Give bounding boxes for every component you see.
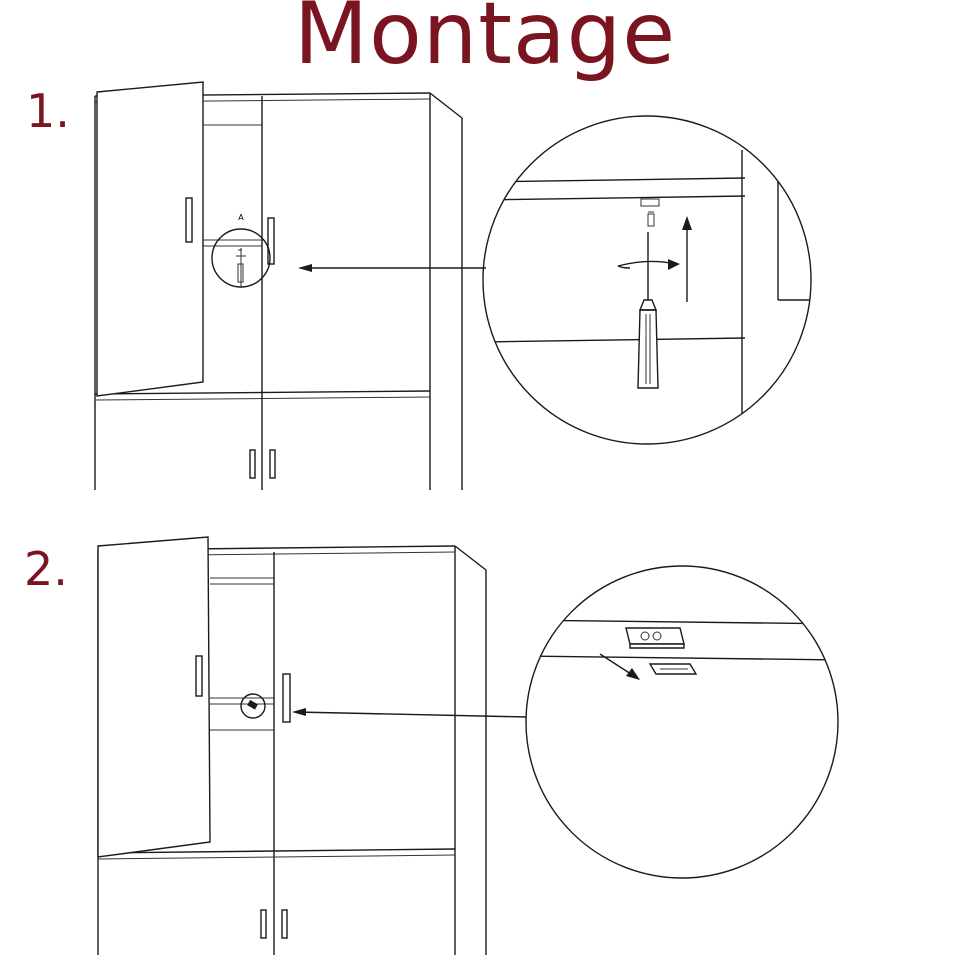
step-1-zoom-detail — [482, 115, 812, 445]
detail-label: A — [238, 213, 244, 222]
step-1-pointer-arrow — [298, 264, 486, 272]
step-1-number: 1. — [26, 84, 70, 138]
step-1-cabinet — [94, 81, 463, 490]
step-2-number: 2. — [24, 542, 68, 596]
step-2-pointer-arrow — [292, 708, 527, 718]
step-2-cabinet — [97, 536, 487, 955]
step-2-zoom-detail — [525, 565, 839, 879]
page-title: Montage — [293, 0, 677, 84]
